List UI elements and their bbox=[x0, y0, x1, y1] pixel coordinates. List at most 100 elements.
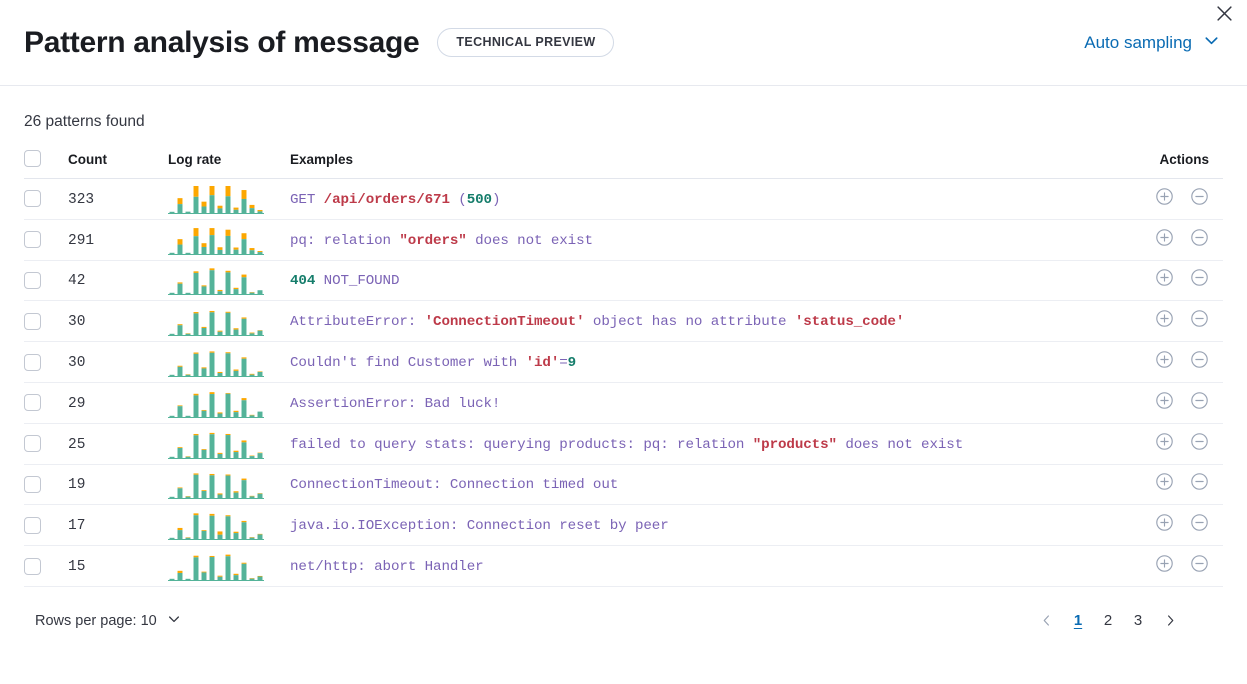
log-rate-sparkline bbox=[168, 184, 290, 214]
row-select-cell bbox=[24, 178, 68, 220]
row-checkbox[interactable] bbox=[24, 394, 41, 412]
row-example-cell: GET /api/orders/671 (500) bbox=[290, 178, 1123, 220]
pagination-page-3[interactable]: 3 bbox=[1133, 612, 1143, 630]
row-example: GET /api/orders/671 (500) bbox=[290, 192, 500, 208]
row-checkbox[interactable] bbox=[24, 231, 41, 249]
circle-minus-icon[interactable] bbox=[1190, 432, 1209, 456]
row-checkbox[interactable] bbox=[24, 557, 41, 575]
row-example-cell: Couldn't find Customer with 'id'=9 bbox=[290, 341, 1123, 383]
example-token: ConnectionTimeout: Connection timed out bbox=[290, 477, 619, 494]
row-count-cell: 291 bbox=[68, 219, 168, 261]
table-row[interactable]: 323 GET /api/orders/671 (500) bbox=[24, 178, 1223, 220]
example-token: = bbox=[559, 355, 568, 372]
row-actions-cell bbox=[1123, 219, 1223, 261]
circle-minus-icon[interactable] bbox=[1190, 187, 1209, 211]
auto-sampling-label: Auto sampling bbox=[1084, 32, 1192, 52]
example-token: failed to query stats: querying products… bbox=[290, 436, 753, 453]
example-token: Couldn't find Customer with bbox=[290, 355, 526, 372]
circle-minus-icon[interactable] bbox=[1190, 309, 1209, 333]
circle-plus-icon[interactable] bbox=[1155, 228, 1174, 252]
rows-per-page-selector[interactable]: Rows per page: 10 bbox=[35, 611, 182, 631]
row-count: 17 bbox=[68, 518, 86, 535]
row-example-cell: AssertionError: Bad luck! bbox=[290, 382, 1123, 424]
circle-plus-icon[interactable] bbox=[1155, 513, 1174, 537]
circle-minus-icon[interactable] bbox=[1190, 391, 1209, 415]
row-log-rate-cell bbox=[168, 341, 290, 383]
row-checkbox[interactable] bbox=[24, 435, 41, 453]
pagination-page-2[interactable]: 2 bbox=[1103, 612, 1113, 630]
pagination-page-1[interactable]: 1 bbox=[1073, 612, 1083, 630]
chevron-left-icon[interactable] bbox=[1031, 606, 1061, 636]
row-log-rate-cell bbox=[168, 504, 290, 547]
row-count-cell: 29 bbox=[68, 382, 168, 424]
patterns-table: Count Log rate Examples Actions 323 GET /… bbox=[24, 150, 1223, 587]
select-all-checkbox[interactable] bbox=[24, 150, 41, 167]
column-header-log-rate[interactable]: Log rate bbox=[168, 150, 290, 179]
dialog-header: Pattern analysis of message TECHNICAL PR… bbox=[0, 0, 1247, 86]
table-row[interactable]: 19 ConnectionTimeout: Connection timed ou… bbox=[24, 464, 1223, 506]
example-token: 'status_code' bbox=[794, 314, 905, 331]
circle-plus-icon[interactable] bbox=[1155, 554, 1174, 578]
row-checkbox[interactable] bbox=[24, 312, 41, 330]
row-log-rate-cell bbox=[168, 423, 290, 465]
row-log-rate-cell bbox=[168, 464, 290, 506]
row-checkbox[interactable] bbox=[24, 271, 41, 289]
page-title: Pattern analysis of message bbox=[24, 25, 420, 59]
circle-plus-icon[interactable] bbox=[1155, 268, 1174, 292]
row-count-cell: 19 bbox=[68, 464, 168, 506]
close-icon[interactable] bbox=[1213, 2, 1235, 24]
example-token: AssertionError: Bad luck! bbox=[290, 395, 501, 412]
row-example: Couldn't find Customer with 'id'=9 bbox=[290, 355, 576, 371]
pagination: 1 2 3 bbox=[1031, 606, 1199, 636]
circle-minus-icon[interactable] bbox=[1190, 268, 1209, 292]
row-checkbox[interactable] bbox=[24, 516, 41, 534]
circle-plus-icon[interactable] bbox=[1155, 432, 1174, 456]
circle-plus-icon[interactable] bbox=[1155, 391, 1174, 415]
circle-plus-icon[interactable] bbox=[1155, 472, 1174, 496]
table-header: Count Log rate Examples Actions bbox=[24, 150, 1223, 179]
row-count: 323 bbox=[68, 191, 95, 208]
row-checkbox[interactable] bbox=[24, 353, 41, 371]
row-select-cell bbox=[24, 300, 68, 343]
row-example-cell: pq: relation "orders" does not exist bbox=[290, 219, 1123, 261]
auto-sampling-selector[interactable]: Auto sampling bbox=[1084, 31, 1223, 55]
circle-plus-icon[interactable] bbox=[1155, 187, 1174, 211]
row-count-cell: 17 bbox=[68, 504, 168, 547]
row-actions-cell bbox=[1123, 260, 1223, 302]
log-rate-sparkline bbox=[168, 225, 290, 255]
row-count: 29 bbox=[68, 395, 86, 412]
row-example-cell: java.io.IOException: Connection reset by… bbox=[290, 504, 1123, 547]
row-actions-cell bbox=[1123, 178, 1223, 220]
log-rate-sparkline bbox=[168, 429, 290, 459]
example-token: ( bbox=[449, 191, 467, 208]
circle-plus-icon[interactable] bbox=[1155, 350, 1174, 374]
table-row[interactable]: 291 pq: relation "orders" does not exist bbox=[24, 219, 1223, 261]
circle-minus-icon[interactable] bbox=[1190, 350, 1209, 374]
table-row[interactable]: 17 java.io.IOException: Connection reset … bbox=[24, 504, 1223, 547]
example-token: AttributeError: bbox=[290, 314, 425, 331]
circle-minus-icon[interactable] bbox=[1190, 228, 1209, 252]
row-checkbox[interactable] bbox=[24, 190, 41, 208]
example-token: NOT_FOUND bbox=[315, 273, 400, 290]
log-rate-sparkline bbox=[168, 469, 290, 500]
row-checkbox[interactable] bbox=[24, 475, 41, 493]
row-log-rate-cell bbox=[168, 219, 290, 261]
chevron-right-icon[interactable] bbox=[1155, 606, 1185, 636]
column-header-count[interactable]: Count bbox=[68, 150, 168, 179]
row-log-rate-cell bbox=[168, 260, 290, 302]
row-actions-cell bbox=[1123, 423, 1223, 465]
circle-minus-icon[interactable] bbox=[1190, 513, 1209, 537]
row-count-cell: 25 bbox=[68, 423, 168, 465]
table-row[interactable]: 29 AssertionError: Bad luck! bbox=[24, 382, 1223, 424]
circle-minus-icon[interactable] bbox=[1190, 472, 1209, 496]
circle-plus-icon[interactable] bbox=[1155, 309, 1174, 333]
row-example-cell: ConnectionTimeout: Connection timed out bbox=[290, 464, 1123, 506]
circle-minus-icon[interactable] bbox=[1190, 554, 1209, 578]
table-row[interactable]: 25 failed to query stats: querying produc… bbox=[24, 423, 1223, 465]
column-header-examples[interactable]: Examples bbox=[290, 150, 1123, 179]
row-example-cell: failed to query stats: querying products… bbox=[290, 423, 1123, 465]
